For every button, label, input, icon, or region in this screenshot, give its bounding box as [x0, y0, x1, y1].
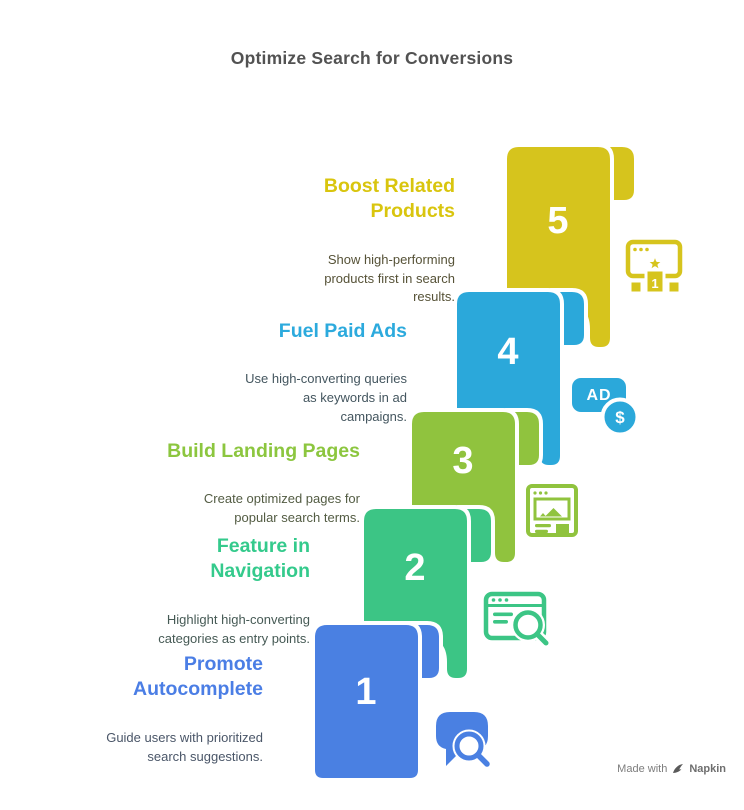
step-5-heading: Boost Related Products [323, 175, 455, 223]
landing-page-icon [526, 484, 578, 537]
podium-rank-label: 1 [651, 276, 658, 291]
step-1-heading: Promote Autocomplete [132, 653, 263, 701]
magnifier-icon [511, 608, 551, 648]
step-4-description: Use high-converting queries as keywords … [245, 371, 407, 425]
step-3-number: 3 [452, 440, 473, 482]
watermark-prefix: Made with [617, 763, 668, 775]
step-2-number: 2 [404, 547, 425, 589]
ad-dollar-icon: AD $ [572, 378, 640, 437]
step-1-description: Guide users with prioritized search sugg… [106, 729, 263, 764]
ranked-product-icon: 1 [625, 239, 683, 295]
watermark: Made with Napkin [617, 763, 726, 775]
ribbon-1: 1 [311, 621, 443, 782]
star-icon [644, 252, 666, 274]
page-title: Optimize Search for Conversions [230, 48, 514, 68]
step-5-text: Boost Related Products Show high-perform… [215, 156, 455, 325]
step-4-heading: Fuel Paid Ads [278, 320, 407, 342]
step-4-number: 4 [497, 331, 518, 373]
dollar-coin-label: $ [615, 408, 625, 427]
step-2-text: Feature in Navigation Highlight high-con… [70, 516, 310, 666]
step-3-heading: Build Landing Pages [167, 440, 360, 462]
step-1-number: 1 [355, 671, 376, 713]
step-5-number: 5 [547, 200, 568, 242]
step-4-text: Fuel Paid Ads Use high-converting querie… [167, 301, 407, 445]
napkin-quill-icon [673, 764, 684, 773]
watermark-brand: Napkin [689, 763, 726, 775]
step-1-text: Promote Autocomplete Guide users with pr… [23, 634, 263, 784]
step-2-heading: Feature in Navigation [210, 535, 310, 583]
ribbon-1-body [311, 621, 422, 782]
step-3-text: Build Landing Pages Create optimized pag… [120, 421, 360, 546]
ad-badge-label: AD [586, 387, 611, 404]
chat-search-icon [436, 712, 492, 769]
browser-search-icon [483, 591, 551, 648]
step-2-description: Highlight high-converting categories as … [158, 611, 310, 646]
step-5-description: Show high-performing products first in s… [324, 251, 455, 305]
step-3-description: Create optimized pages for popular searc… [203, 491, 360, 526]
magnifier-icon [452, 729, 492, 769]
